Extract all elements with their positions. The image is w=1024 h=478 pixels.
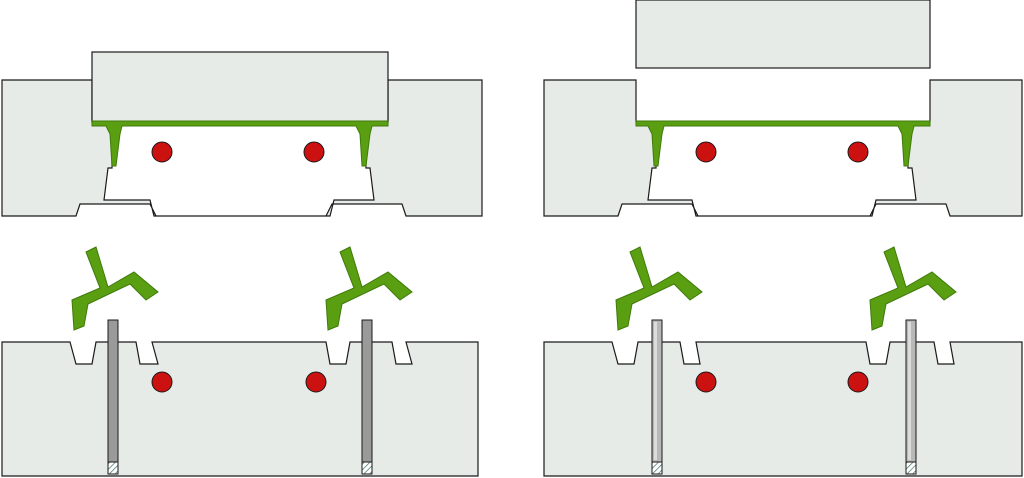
molded-part-icon [869, 246, 957, 331]
panel-bottom-right [543, 246, 1023, 477]
molded-part-icon [325, 246, 413, 331]
molded-part-icon [91, 120, 389, 167]
ejector-pin-icon [361, 319, 373, 475]
mold-half-upper [91, 51, 389, 123]
molded-part-icon [71, 246, 159, 331]
panel-top-left [1, 51, 483, 217]
ejector-pin-icon [107, 319, 119, 475]
cooling-channel-icon [847, 371, 869, 393]
mold-half-lower [543, 79, 1023, 217]
cooling-channel-icon [151, 371, 173, 393]
ejector-pin-icon [651, 319, 663, 475]
ejector-plate [543, 341, 1023, 477]
ejector-pin-icon [905, 319, 917, 475]
cooling-channel-icon [151, 141, 173, 163]
cooling-channel-icon [695, 371, 717, 393]
molded-part-icon [635, 120, 931, 167]
cooling-channel-icon [305, 371, 327, 393]
ejector-plate [1, 341, 479, 477]
mold-half-upper [635, 0, 931, 69]
panel-bottom-left [1, 246, 479, 477]
molded-part-icon [615, 246, 703, 331]
cooling-channel-icon [847, 141, 869, 163]
cooling-channel-icon [695, 141, 717, 163]
cooling-channel-icon [303, 141, 325, 163]
panel-top-right [543, 0, 1023, 217]
